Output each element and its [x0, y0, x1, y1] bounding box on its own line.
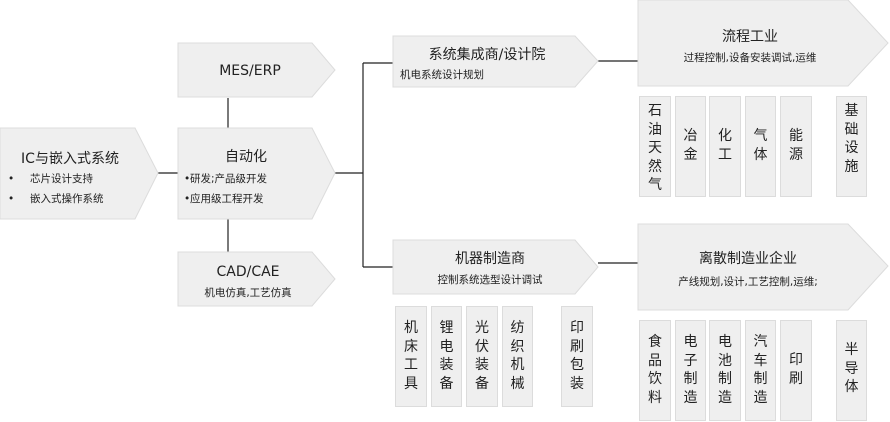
industry-tile-label: 石油天然气: [648, 103, 662, 193]
industry-tile: 纺织机械: [502, 306, 533, 407]
industry-tile-label: 锂电装备: [439, 320, 454, 392]
connector-lines: [158, 60, 638, 268]
automation-node: 自动化 • 研发;产品级开发 • 应用级工程开发: [177, 127, 336, 220]
machine-maker-node: 机器制造商 控制系统选型设计调试: [392, 239, 599, 295]
integrator-subtitle: 机电系统设计规划: [400, 68, 484, 81]
industry-tile: 机床工具: [395, 306, 427, 407]
industry-tile: 电子制造: [675, 320, 706, 421]
industry-tile: 电池制造: [709, 320, 741, 421]
ic-bullet-1: 芯片设计支持: [30, 172, 93, 185]
industry-tile: 光伏装备: [466, 306, 498, 407]
industry-tile-label: 化工: [718, 128, 732, 163]
industry-tile-label: 电池制造: [718, 334, 732, 406]
industry-tile-label: 汽车制造: [753, 334, 768, 406]
industry-tile-label: 半导体: [844, 342, 859, 395]
industry-tile: 印刷: [780, 320, 812, 421]
industry-tile-label: 冶金: [683, 128, 698, 163]
mes-title: MES/ERP: [219, 63, 281, 79]
industry-tile-label: 基础设施: [844, 103, 859, 175]
industry-tile: 印刷包装: [561, 306, 593, 407]
ic-bullet-dot: •: [8, 173, 14, 185]
industry-tile-label: 印刷包装: [570, 320, 584, 392]
discrete-subtitle: 产线规划,设计,工艺控制,运维;: [678, 275, 818, 288]
cad-subtitle: 机电仿真,工艺仿真: [204, 286, 291, 299]
industry-tile-label: 能源: [789, 128, 803, 163]
process-subtitle: 过程控制,设备安装调试,运维: [684, 51, 817, 64]
discrete-manufacturing-node: 离散制造业企业 产线规划,设计,工艺控制,运维;: [637, 223, 889, 311]
automation-bullet-1: 研发;产品级开发: [190, 172, 268, 185]
industry-tile: 汽车制造: [745, 320, 776, 421]
industry-tile: 气体: [745, 96, 776, 197]
automation-title: 自动化: [225, 149, 267, 165]
process-title: 流程工业: [722, 29, 778, 45]
cad-title: CAD/CAE: [216, 264, 279, 280]
industry-tile: 化工: [709, 96, 741, 197]
industry-tile: 基础设施: [836, 96, 867, 197]
ic-embedded-node: IC与嵌入式系统 • 芯片设计支持 • 嵌入式操作系统: [0, 127, 159, 220]
industry-tile: 能源: [780, 96, 812, 197]
industry-tile-label: 光伏装备: [475, 320, 489, 392]
industry-tile-label: 食品饮料: [648, 334, 662, 406]
ic-bullet-dot: •: [8, 193, 14, 205]
industry-tile-label: 纺织机械: [510, 320, 525, 392]
automation-bullet-dot: •: [184, 173, 190, 185]
automation-bullet-2: 应用级工程开发: [190, 192, 264, 205]
industry-tile: 冶金: [675, 96, 706, 197]
discrete-title: 离散制造业企业: [699, 250, 797, 267]
automation-bullet-dot: •: [184, 193, 190, 205]
industry-tile-label: 气体: [753, 128, 768, 163]
machinery-subtitle: 控制系统选型设计调试: [438, 273, 543, 286]
industry-tile-label: 机床工具: [404, 320, 418, 392]
ic-title: IC与嵌入式系统: [21, 151, 119, 167]
machinery-title: 机器制造商: [455, 251, 525, 267]
system-integrator-node: 系统集成商/设计院 机电系统设计规划: [392, 35, 599, 88]
industry-tile-label: 印刷: [789, 352, 803, 387]
industry-tile: 锂电装备: [431, 306, 462, 407]
industry-tile: 食品饮料: [639, 320, 671, 421]
integrator-title: 系统集成商/设计院: [429, 46, 546, 63]
ic-bullet-2: 嵌入式操作系统: [30, 192, 104, 205]
cad-cae-node: CAD/CAE 机电仿真,工艺仿真: [177, 251, 336, 307]
mes-erp-node: MES/ERP: [177, 42, 336, 98]
industry-tile: 石油天然气: [639, 96, 671, 197]
industry-tile-label: 电子制造: [683, 334, 698, 406]
process-industry-node: 流程工业 过程控制,设备安装调试,运维: [637, 0, 889, 87]
industry-tile: 半导体: [836, 320, 867, 421]
